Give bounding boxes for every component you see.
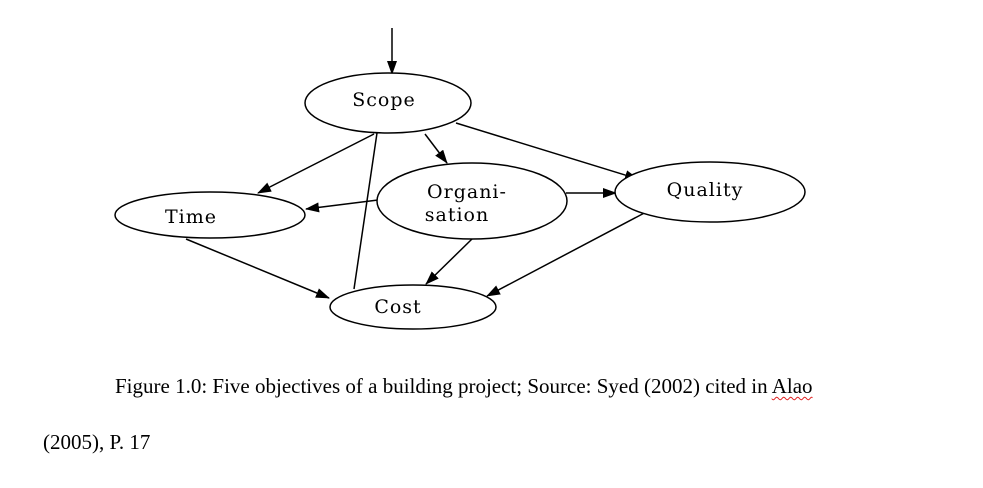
caption-author-spellcheck: Alao [771, 374, 813, 398]
node-quality-shape [614, 161, 806, 223]
node-organisation: Organi- sation [376, 162, 568, 240]
node-organisation-label-line2: sation [425, 204, 489, 226]
node-cost-shape [329, 284, 497, 330]
node-quality: Quality [614, 161, 806, 223]
node-cost-label: Cost [374, 296, 421, 318]
node-time-shape [114, 191, 306, 239]
edge-organisation-to-time [305, 199, 379, 213]
node-scope: Scope [304, 72, 472, 134]
edge-scope-to-quality [455, 122, 639, 180]
edge-organisation-to-cost [425, 238, 473, 285]
figure-caption-continued: (2005), P. 17 [43, 430, 151, 454]
edge-quality-to-cost [486, 209, 651, 297]
node-time-label: Time [165, 206, 217, 228]
figure-caption: Figure 1.0: Five objectives of a buildin… [115, 374, 813, 399]
node-organisation-label-line1: Organi- [427, 181, 507, 203]
node-organisation-shape [376, 162, 568, 240]
node-scope-label: Scope [352, 89, 416, 111]
node-time: Time [114, 191, 306, 239]
node-quality-label: Quality [667, 179, 744, 201]
objectives-diagram: Scope Time Organi- sation Quality Cost [114, 28, 806, 330]
node-scope-shape [304, 72, 472, 134]
node-cost: Cost [329, 284, 497, 330]
figure-caption-text: Figure 1.0: Five objectives of a buildin… [115, 374, 772, 398]
edge-scope-to-cost [353, 132, 378, 290]
edge-scope-to-time [257, 133, 375, 194]
edge-time-to-cost [185, 238, 330, 299]
edge-scope-to-organisation [424, 133, 448, 164]
